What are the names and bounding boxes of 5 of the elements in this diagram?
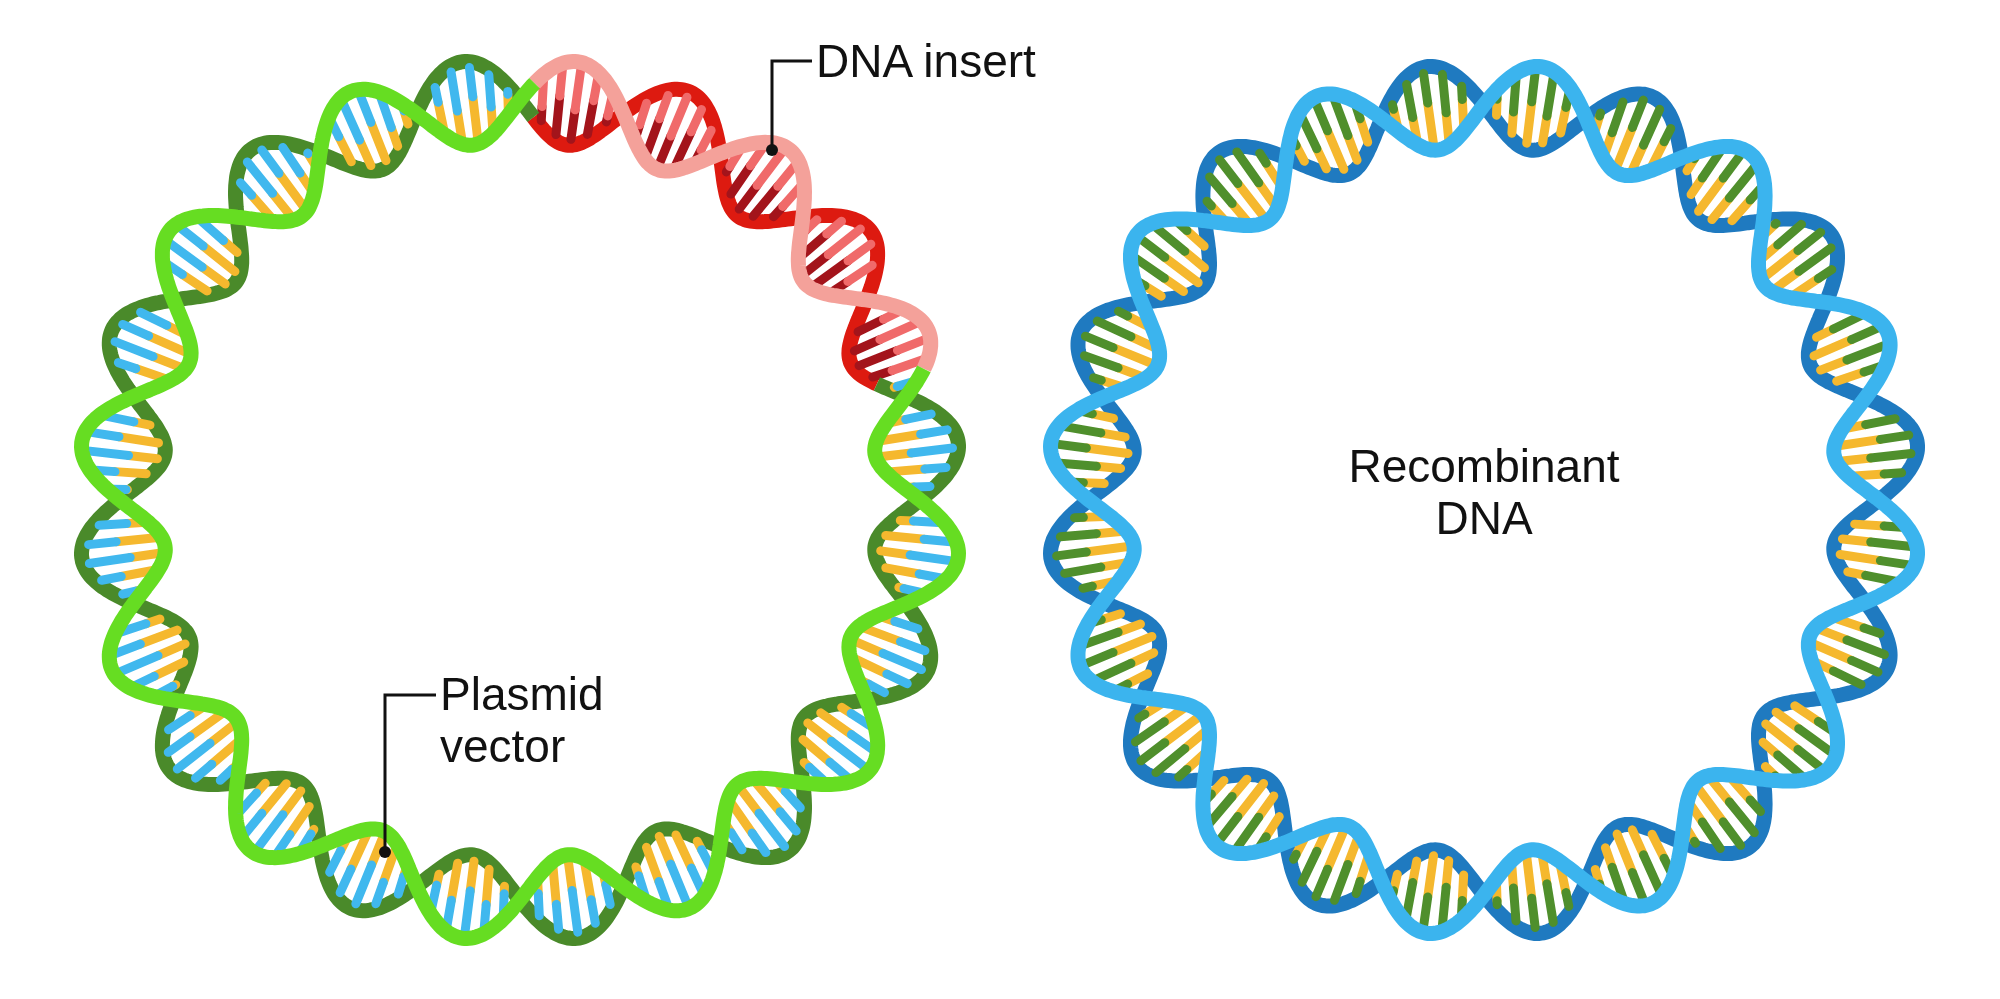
callout-label: DNA insert (816, 35, 1036, 87)
callout-label: Plasmid vector (440, 668, 610, 772)
leader-line (379, 693, 436, 858)
leader-line (766, 59, 812, 156)
ring-label: Recombinant DNA (1347, 440, 1621, 544)
